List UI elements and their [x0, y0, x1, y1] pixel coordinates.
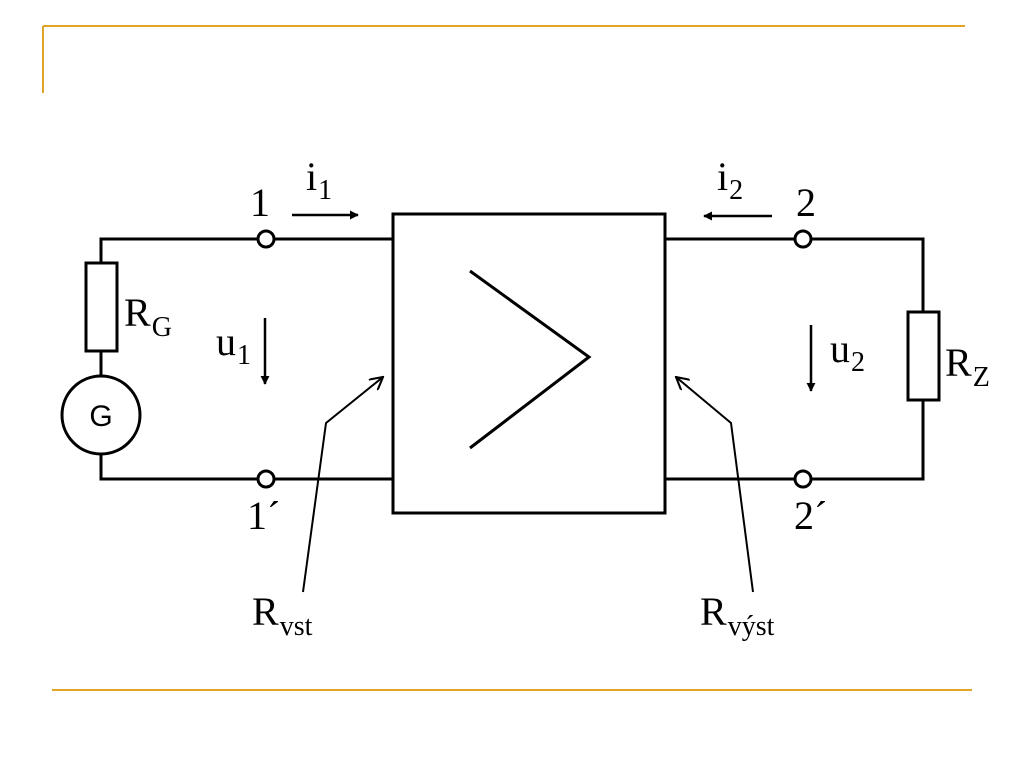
output-wiring	[665, 237, 925, 481]
triangle-amplifier-icon	[469, 269, 592, 450]
rvst-pointer	[302, 377, 383, 593]
terminal-2-prime-label: 2´	[794, 493, 827, 538]
terminal-2-label: 2	[796, 180, 816, 225]
resistor-rg	[84, 261, 119, 353]
resistor-rz	[906, 310, 941, 402]
circle-generator-icon	[60, 374, 142, 456]
current-i2-label: i2	[717, 154, 743, 206]
amplifier-block	[391, 212, 667, 515]
terminal-1-prime-label: 1´	[247, 493, 280, 538]
terminal-1-prime	[256, 469, 276, 489]
voltage-u1-label: u1	[216, 319, 251, 371]
voltage-u2-label: u2	[830, 326, 865, 378]
resistor-rz-label: RZ	[945, 340, 990, 393]
generator-label: G	[89, 400, 112, 433]
input-resistance-label: Rvst	[252, 589, 313, 642]
input-wiring	[99, 237, 393, 481]
resistor-rg-label: RG	[124, 290, 172, 343]
terminal-2-prime	[793, 469, 813, 489]
output-resistance-label: Rvýst	[700, 589, 775, 642]
terminal-1-label: 1	[250, 180, 270, 225]
terminal-1	[256, 229, 276, 249]
terminal-2	[793, 229, 813, 249]
current-i1-label: i1	[306, 154, 332, 206]
rvyst-pointer	[676, 377, 754, 593]
